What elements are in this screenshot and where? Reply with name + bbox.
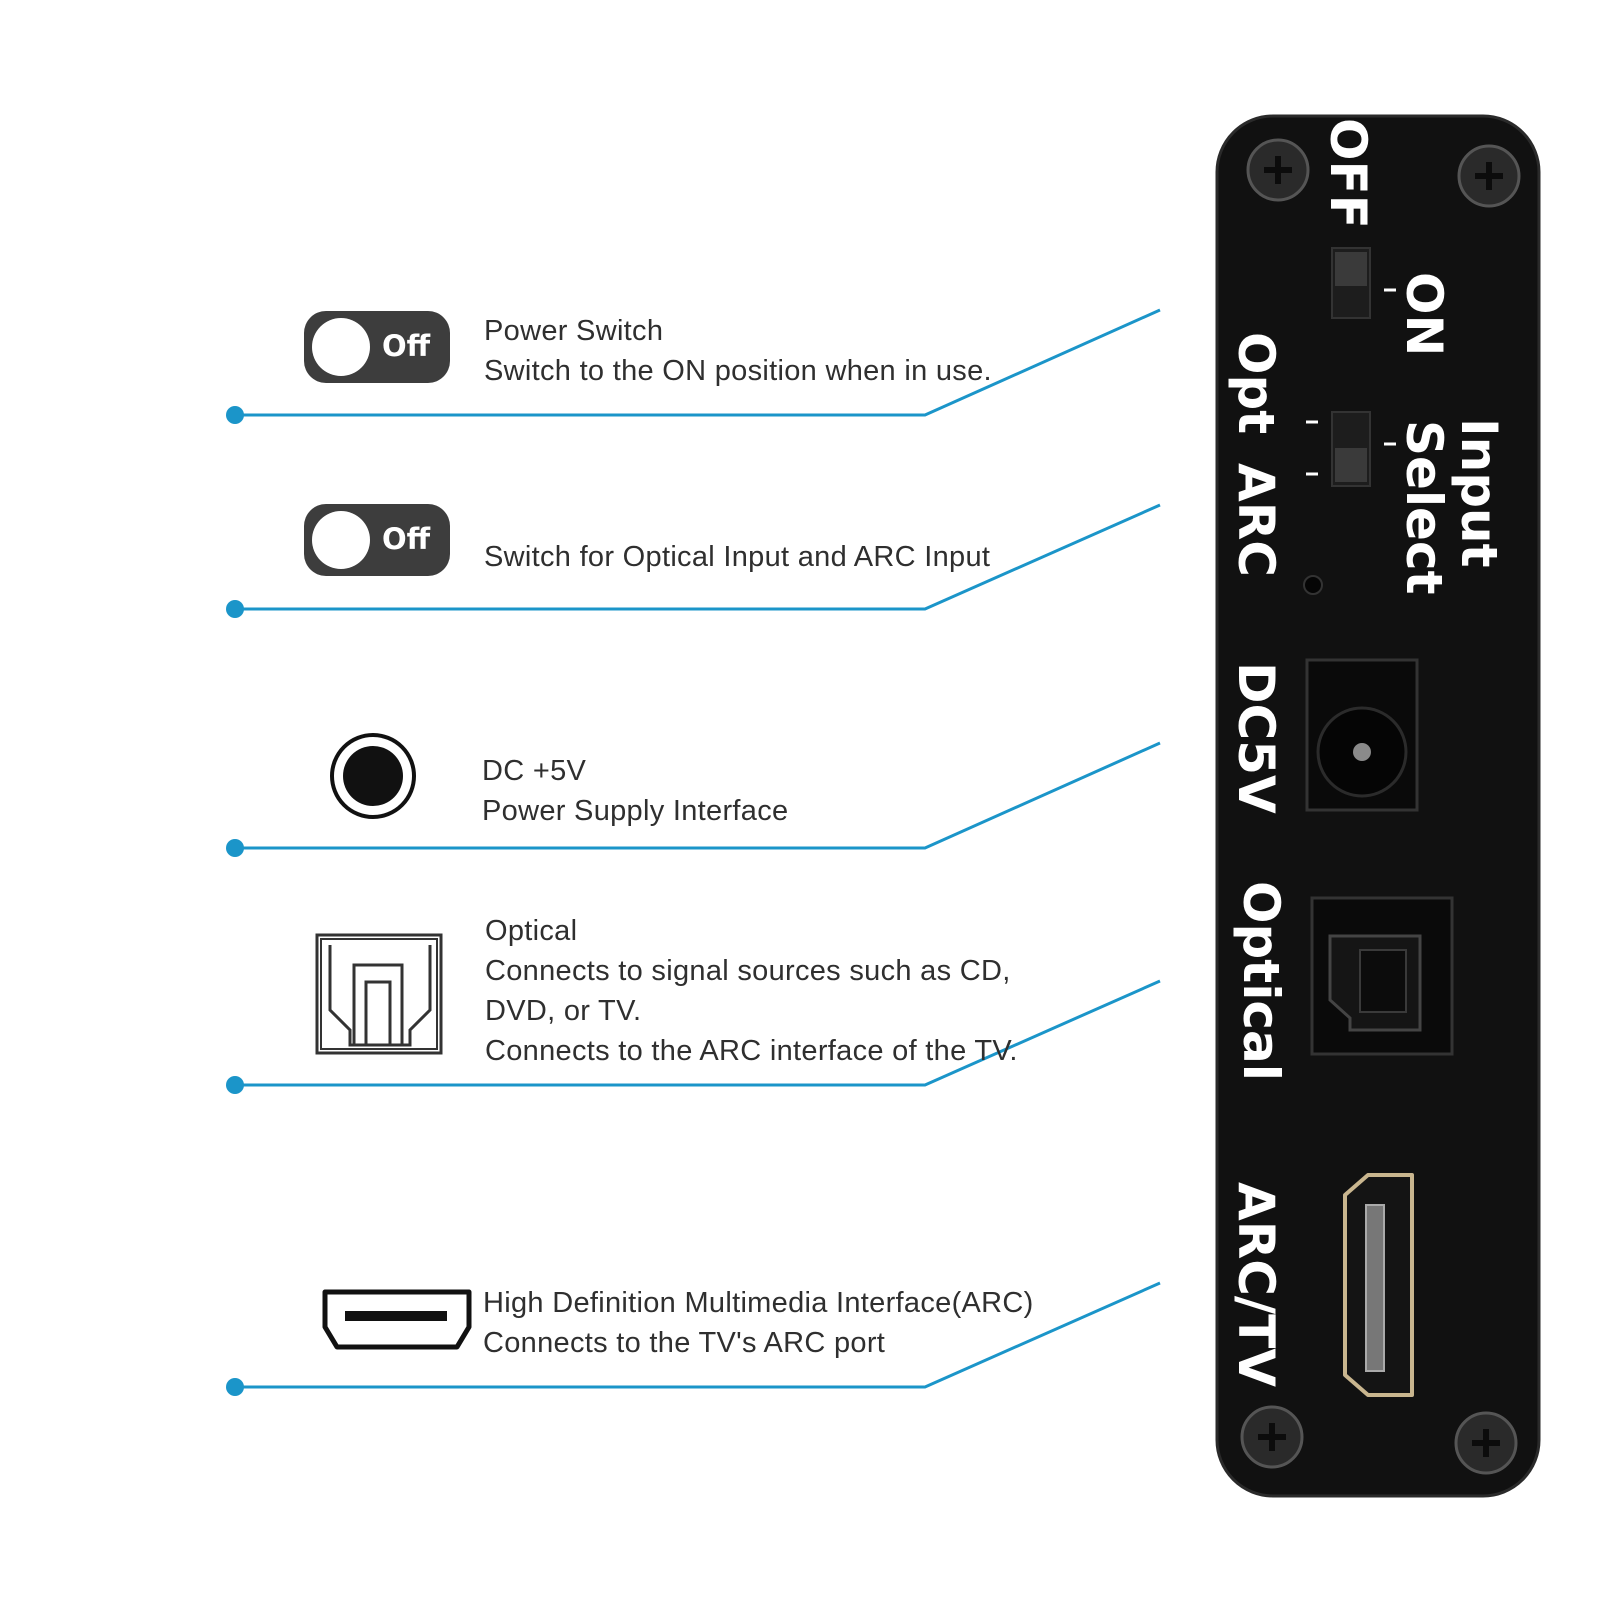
device-panel: OFF ON Input Select Opt ARC DC5V Optical… (1215, 114, 1541, 1498)
label-off: OFF (1319, 118, 1377, 229)
input-select-slide-switch[interactable] (1306, 411, 1396, 487)
leader-dot (226, 406, 244, 424)
label-on: ON (1395, 272, 1453, 356)
toggle-knob (312, 511, 370, 569)
leader-dots (226, 406, 244, 1396)
callout-input-select: Switch for Optical Input and ARC Input (484, 537, 990, 577)
panel-optical-port[interactable] (1310, 896, 1454, 1056)
panel-dc-jack[interactable] (1305, 658, 1419, 812)
power-slide-switch[interactable] (1331, 247, 1396, 319)
callout-text: Connects to signal sources such as CD, (485, 955, 1011, 987)
screw-icon (1457, 144, 1521, 208)
toggle-knob (312, 318, 370, 376)
label-dc5v: DC5V (1227, 662, 1285, 814)
callout-title: High Definition Multimedia Interface(ARC… (483, 1287, 1034, 1319)
hdmi-port-icon (322, 1289, 472, 1350)
callout-text: Switch for Optical Input and ARC Input (484, 541, 991, 573)
callout-title: DC +5V (482, 755, 587, 787)
leader-line-dc (235, 741, 1161, 850)
leader-dot (226, 600, 244, 618)
label-optical: Optical (1232, 881, 1290, 1081)
leader-lines (235, 308, 1161, 1389)
leader-line-hdmi (235, 1281, 1161, 1389)
leader-line-power-switch (235, 308, 1161, 417)
dc-jack-icon (330, 733, 416, 819)
screw-icon (1246, 138, 1310, 202)
led-indicator-icon (1303, 575, 1323, 595)
callout-dc: DC +5V Power Supply Interface (482, 751, 788, 831)
label-arc: ARC (1227, 463, 1285, 577)
label-opt: Opt (1227, 332, 1285, 434)
callout-optical: Optical Connects to signal sources such … (485, 911, 1018, 1071)
callout-text: DVD, or TV. (485, 995, 642, 1027)
label-select: Select (1395, 420, 1453, 595)
callout-text: Power Supply Interface (482, 795, 789, 827)
leader-dot (226, 839, 244, 857)
callout-text: Switch to the ON position when in use. (484, 355, 992, 387)
callout-title: Power Switch (484, 315, 664, 347)
leader-dot (226, 1076, 244, 1094)
leader-line-optical (235, 979, 1161, 1087)
screw-icon (1240, 1405, 1304, 1469)
callout-hdmi: High Definition Multimedia Interface(ARC… (483, 1283, 1034, 1363)
toggle-label: Off (382, 329, 431, 363)
screw-icon (1454, 1411, 1518, 1475)
toggle-off-icon: Off (304, 311, 450, 383)
optical-port-icon (315, 933, 443, 1055)
label-input: Input (1450, 418, 1508, 568)
leader-dot (226, 1378, 244, 1396)
callout-text: Connects to the TV's ARC port (483, 1327, 886, 1359)
leader-line-input-select (235, 503, 1161, 611)
toggle-label: Off (382, 522, 431, 556)
label-arc-tv: ARC/TV (1227, 1182, 1285, 1387)
callout-title: Optical (485, 915, 578, 947)
toggle-off-icon: Off (304, 504, 450, 576)
callout-power-switch: Power Switch Switch to the ON position w… (484, 311, 992, 391)
panel-hdmi-port[interactable] (1343, 1173, 1414, 1397)
callout-text: Connects to the ARC interface of the TV. (485, 1035, 1018, 1067)
